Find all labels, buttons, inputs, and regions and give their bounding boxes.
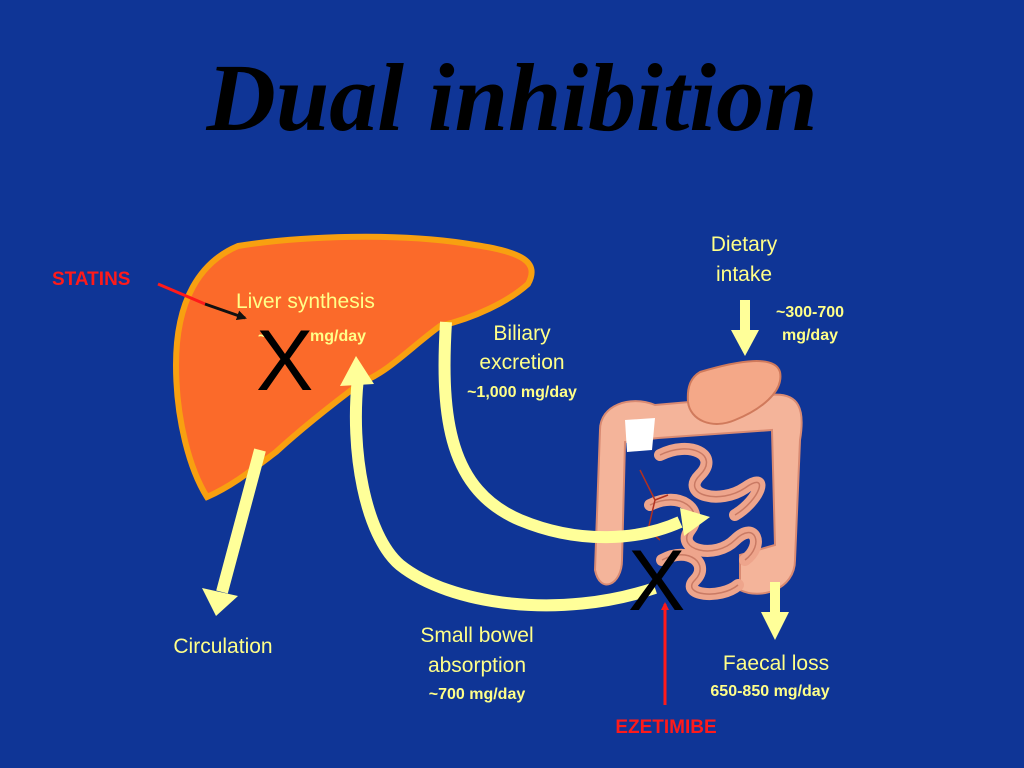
dietary-arrow-head (731, 330, 759, 356)
circulation-label: Circulation (173, 635, 273, 658)
dietary-amount-line1: ~300-700 (775, 304, 845, 321)
dietary-label-line2: intake (715, 263, 773, 286)
ezetimibe-block-x-mark: X (628, 533, 686, 629)
flow-arrows (202, 300, 789, 640)
small-bowel-label-line2: absorption (427, 654, 527, 677)
small-bowel-label-line1: Small bowel (420, 624, 534, 647)
dietary-label-line1: Dietary (710, 233, 778, 256)
faecal-loss-label: Faecal loss (722, 652, 830, 675)
circulation-arrow-head (202, 588, 238, 616)
biliary-label-line1: Biliary (493, 322, 551, 345)
biliary-label-line2: excretion (479, 351, 565, 374)
absorption-arrow-head (340, 356, 374, 386)
liver-synthesis-amount-unit: mg/day (310, 328, 367, 345)
statins-block-x-mark: X (256, 313, 314, 409)
small-bowel-amount: ~700 mg/day (428, 686, 526, 703)
faecal-loss-amount: 650-850 mg/day (710, 683, 830, 700)
biliary-amount: ~1,000 mg/day (467, 384, 577, 401)
statins-pointer (157, 282, 247, 321)
ezetimibe-label: EZETIMIBE (615, 717, 717, 738)
liver-synthesis-label: Liver synthesis (236, 290, 375, 313)
biliary-arrow-head (680, 508, 710, 536)
slide-title: Dual inhibition (206, 44, 818, 151)
intestine-illustration (593, 360, 803, 601)
faecal-arrow-head (761, 612, 789, 640)
dietary-amount-line2: mg/day (781, 327, 838, 344)
statins-label: STATINS (52, 269, 131, 290)
liver-synthesis-amount-tilde: ~ (258, 328, 268, 345)
